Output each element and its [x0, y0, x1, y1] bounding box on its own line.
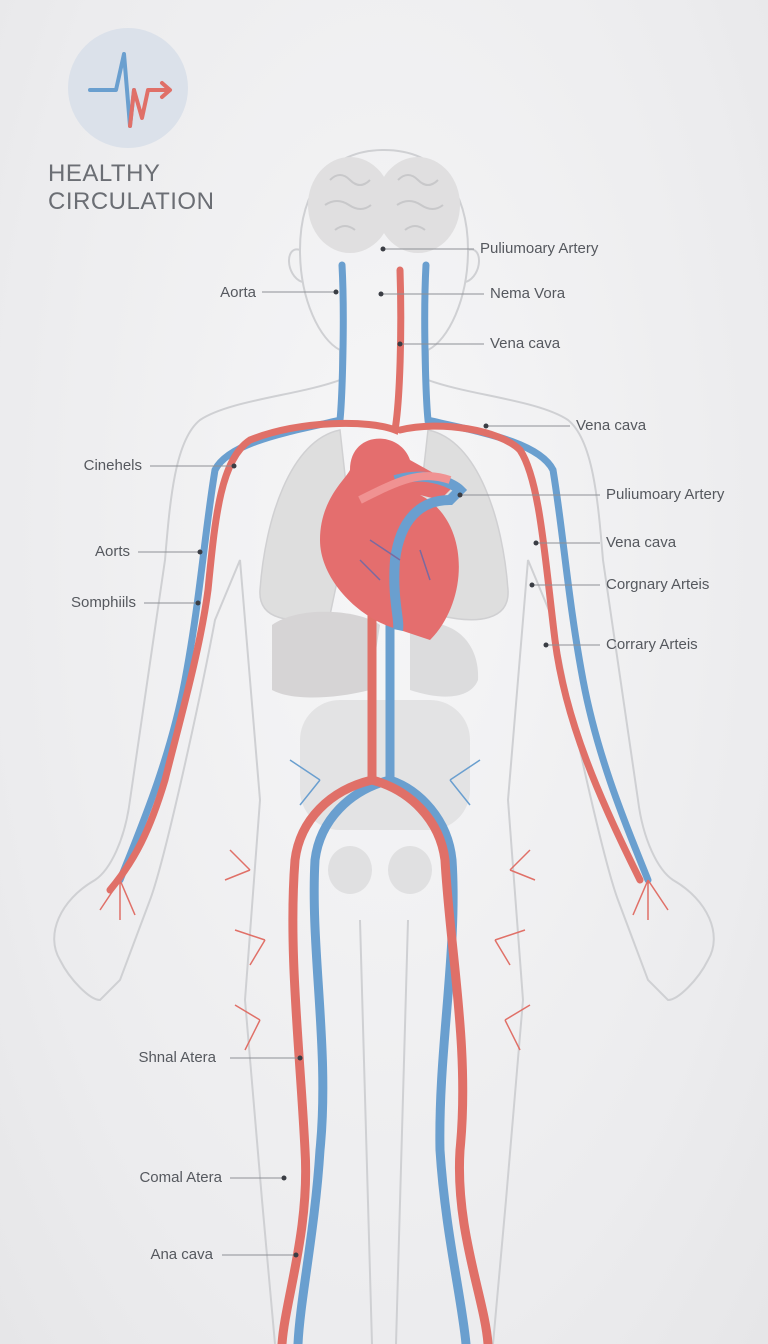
digestive-organs — [272, 611, 479, 894]
title-line-1: HEALTHY — [48, 160, 161, 187]
heart — [320, 438, 468, 640]
label-vena-cava-3: Vena cava — [606, 534, 677, 551]
label-somphiils: Somphiils — [70, 594, 136, 611]
arteries — [106, 266, 644, 1344]
title-line-2: CIRCULATION — [48, 188, 215, 215]
label-nema-vora: Nema Vora — [490, 285, 566, 302]
label-vena-cava-1: Vena cava — [490, 335, 561, 352]
label-aorta: Aorta — [220, 284, 256, 301]
veins — [116, 261, 652, 1344]
leader-lines — [138, 248, 600, 1256]
label-cinehels: Cinehels — [83, 457, 142, 474]
label-vena-cava-2: Vena cava — [576, 417, 647, 434]
label-ana-cava: Ana cava — [150, 1246, 213, 1263]
body-outline — [53, 149, 715, 1344]
brain — [308, 157, 460, 253]
label-shnal-atera: Shnal Atera — [138, 1049, 216, 1066]
leader-dots — [195, 246, 549, 1258]
capillary-branches — [99, 759, 669, 1051]
label-coronary-arteis-2: Corrary Arteis — [606, 636, 698, 653]
label-comal-atera: Comal Atera — [139, 1169, 222, 1186]
label-aorts: Aorts — [94, 543, 130, 560]
logo-badge — [68, 28, 188, 148]
label-pulmonary-artery-2: Puliumoary Artery — [606, 486, 725, 503]
label-pulmonary-artery-1: Puliumoary Artery — [480, 240, 599, 257]
label-coronary-arteis-1: Corgnary Arteis — [606, 576, 710, 593]
heartbeat-icon — [88, 52, 172, 128]
page-title: HEALTHY CIRCULATION — [48, 160, 214, 216]
